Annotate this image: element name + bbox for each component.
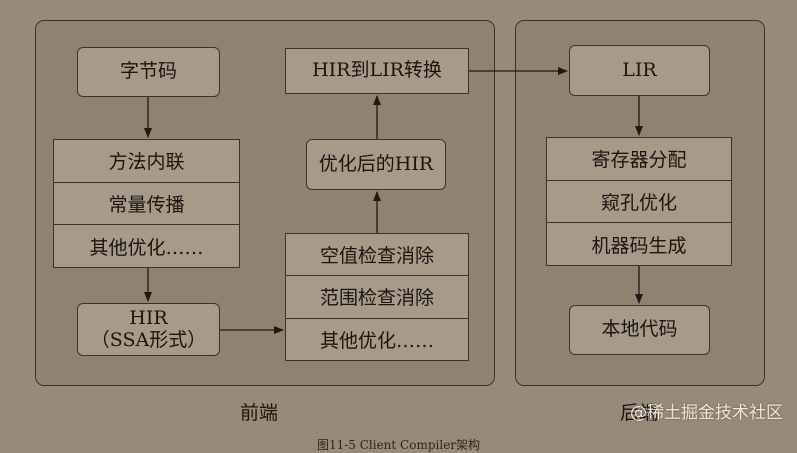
bytecode-node: 字节码 bbox=[77, 47, 220, 97]
stack-cell-other-opt: 其他优化…… bbox=[89, 236, 204, 259]
stack-cell-peephole: 窥孔优化 bbox=[547, 181, 731, 224]
hir-ssa-node: HIR （SSA形式） bbox=[77, 303, 220, 356]
native-code-node: 本地代码 bbox=[569, 305, 710, 355]
hir-to-lir-label: HIR到LIR转换 bbox=[312, 59, 442, 82]
native-code-label: 本地代码 bbox=[601, 318, 678, 341]
stack-cell-other-hir-opt: 其他优化…… bbox=[319, 329, 434, 352]
backend-label: 后端 bbox=[620, 402, 659, 424]
watermark: @稀土掘金技术社区 bbox=[630, 403, 783, 423]
stack-cell-inline: 方法内联 bbox=[54, 140, 239, 183]
bytecode-label: 字节码 bbox=[119, 60, 177, 83]
stack-cell-constant-prop: 常量传播 bbox=[54, 183, 239, 226]
hir-ssa-line1: HIR bbox=[129, 306, 168, 329]
method-opt-stack: 方法内联 常量传播 其他优化…… bbox=[53, 139, 240, 268]
stack-cell-null-check: 空值检查消除 bbox=[286, 234, 468, 277]
hir-to-lir-node: HIR到LIR转换 bbox=[285, 48, 469, 94]
optimized-hir-node: 优化后的HIR bbox=[306, 139, 446, 190]
lir-node: LIR bbox=[569, 45, 710, 96]
hir-ssa-line2: （SSA形式） bbox=[90, 328, 207, 351]
hir-opt-stack: 空值检查消除 范围检查消除 其他优化…… bbox=[285, 233, 469, 361]
frontend-label: 前端 bbox=[240, 402, 279, 424]
backend-stack: 寄存器分配 窥孔优化 机器码生成 bbox=[546, 137, 732, 266]
stack-cell-codegen: 机器码生成 bbox=[591, 234, 687, 257]
stack-cell-register-alloc: 寄存器分配 bbox=[547, 138, 731, 181]
optimized-hir-label: 优化后的HIR bbox=[318, 152, 434, 175]
stack-cell-range-check: 范围检查消除 bbox=[286, 276, 468, 319]
lir-label: LIR bbox=[622, 58, 657, 81]
